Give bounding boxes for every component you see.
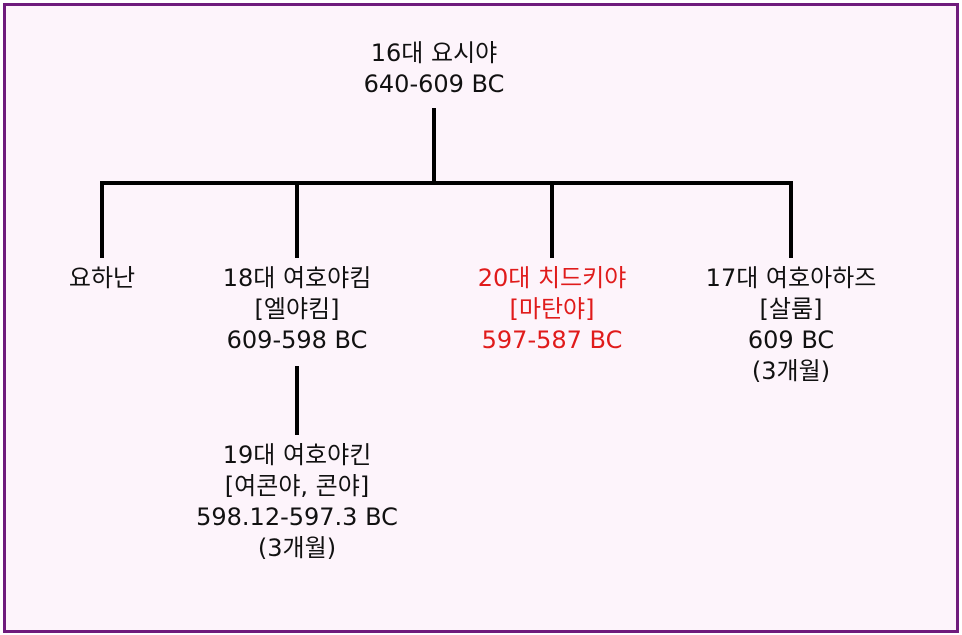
child-node-jehoahaz: 17대 여호아하즈 [살룸] 609 BC (3개월) [706, 263, 877, 387]
child-node-zedekiah: 20대 치드키야 [마탄야] 597-587 BC [478, 263, 627, 356]
node-name: 19대 여호야킨 [222, 441, 372, 469]
child-node-yohanan: 요하난 [69, 263, 135, 294]
node-alias: [여콘야, 콘야] [224, 472, 370, 500]
diagram-frame [3, 3, 959, 633]
node-note: (3개월) [751, 357, 831, 385]
node-years: 609-598 BC [226, 326, 368, 354]
node-years: 609 BC [747, 326, 835, 354]
grandchild-node-jehoiachin: 19대 여호야킨 [여콘야, 콘야] 598.12-597.3 BC (3개월) [196, 440, 398, 564]
node-years: 598.12-597.3 BC [196, 503, 398, 531]
node-years: 640-609 BC [363, 70, 505, 98]
node-name: 18대 여호야킴 [222, 264, 372, 292]
child-node-jehoiakim: 18대 여호야킴 [엘야킴] 609-598 BC [223, 263, 372, 356]
node-name: 20대 치드키야 [477, 264, 627, 292]
node-note: (3개월) [257, 534, 337, 562]
node-alias: [엘야킴] [254, 295, 340, 323]
node-years: 597-587 BC [481, 326, 623, 354]
node-name: 17대 여호아하즈 [705, 264, 877, 292]
node-alias: [살룸] [759, 295, 823, 323]
root-node-josiah: 16대 요시야 640-609 BC [364, 38, 505, 100]
node-name: 요하난 [68, 264, 136, 292]
node-name: 16대 요시야 [370, 39, 498, 67]
node-alias: [마탄야] [509, 295, 595, 323]
